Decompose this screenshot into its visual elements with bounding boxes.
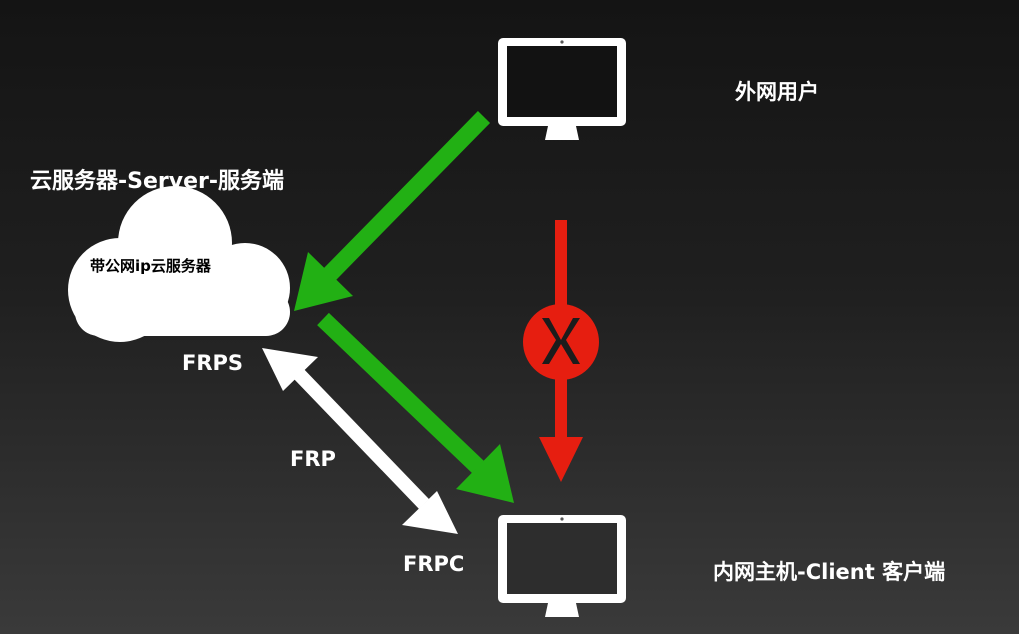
green-arrow-server-to-client xyxy=(317,312,514,503)
white-double-arrow-frp xyxy=(262,348,458,534)
client-title-label: 内网主机-Client 客户端 xyxy=(713,560,946,584)
frps-label: FRPS xyxy=(182,351,244,375)
external-user-label: 外网用户 xyxy=(735,80,819,104)
internal-client-monitor-icon xyxy=(498,515,626,617)
frpc-label: FRPC xyxy=(403,552,465,576)
green-arrow-user-to-server xyxy=(294,111,491,311)
server-title-label: 云服务器-Server-服务端 xyxy=(30,169,284,194)
cloud-icon xyxy=(68,186,290,342)
blocked-x-icon xyxy=(542,318,580,364)
frp-label: FRP xyxy=(290,447,336,471)
external-user-monitor-icon xyxy=(498,38,626,140)
red-blocked-arrow xyxy=(523,220,599,482)
cloud-text-label: 带公网ip云服务器 xyxy=(90,257,211,275)
